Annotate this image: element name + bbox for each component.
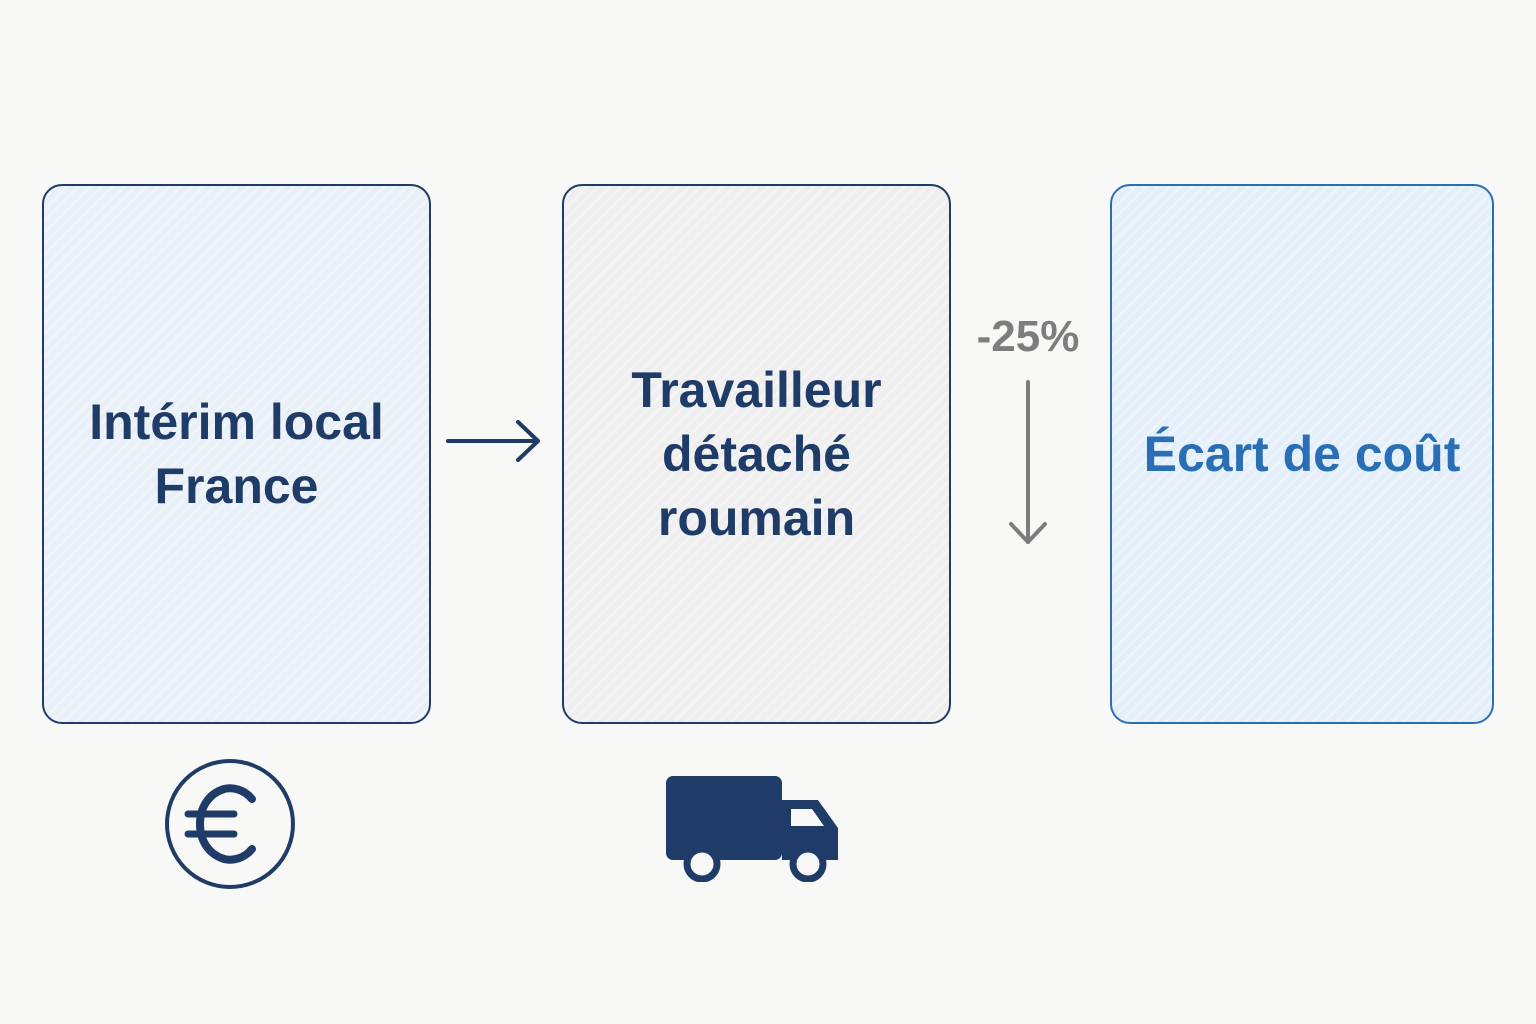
euro-icon [165,759,295,889]
cost-gap-panel: Écart de coût [1110,184,1494,724]
local-temp-label: Intérim local France [69,390,404,518]
local-temp-line-1: Intérim local [89,394,384,450]
arrow-right-icon [446,420,540,462]
cost-change-label: -25% [976,312,1080,361]
local-temp-line-2: France [154,458,319,514]
cost-gap-label: Écart de coût [1143,426,1461,482]
posted-worker-panel: Travailleur détaché roumain [562,184,951,724]
truck-icon [666,776,838,882]
arrow-down-icon [1009,380,1047,544]
local-temp-panel: Intérim local France [42,184,431,724]
posted-worker-label: Travailleur détaché roumain [564,358,949,550]
posted-worker-line-2: détaché roumain [657,426,856,546]
posted-worker-line-1: Travailleur [631,362,882,418]
